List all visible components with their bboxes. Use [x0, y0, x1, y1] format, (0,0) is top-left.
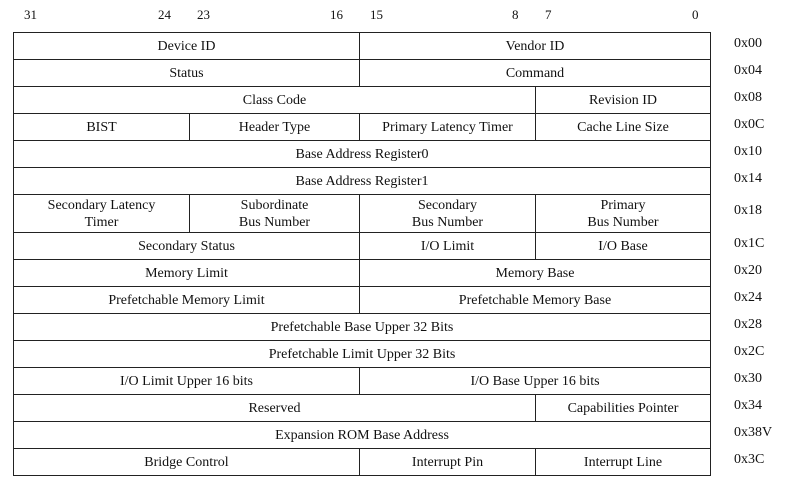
- register-field: Memory Base: [360, 260, 711, 287]
- register-field: Vendor ID: [360, 33, 711, 60]
- register-field: I/O Base Upper 16 bits: [360, 368, 711, 395]
- register-offset: 0x00: [734, 36, 762, 51]
- register-offset: 0x24: [734, 290, 762, 305]
- register-offset: 0x0C: [734, 117, 765, 132]
- register-field: Bridge Control: [14, 449, 360, 476]
- register-offset: 0x14: [734, 171, 762, 186]
- register-field: Expansion ROM Base Address: [14, 422, 711, 449]
- register-field: Primary Latency Timer: [360, 114, 536, 141]
- register-field: I/O Base: [536, 233, 711, 260]
- bit-label-8: 8: [512, 7, 519, 22]
- register-row: Expansion ROM Base Address: [14, 422, 711, 449]
- register-field: Device ID: [14, 33, 360, 60]
- bit-label-31: 31: [24, 7, 37, 22]
- register-field: Interrupt Line: [536, 449, 711, 476]
- register-field: BIST: [14, 114, 190, 141]
- register-field: Interrupt Pin: [360, 449, 536, 476]
- register-offset: 0x20: [734, 263, 762, 278]
- bit-label-24: 24: [158, 7, 171, 22]
- register-offset: 0x3C: [734, 452, 765, 467]
- register-row: Prefetchable Limit Upper 32 Bits: [14, 341, 711, 368]
- register-field: Prefetchable Limit Upper 32 Bits: [14, 341, 711, 368]
- bit-label-0: 0: [692, 7, 699, 22]
- bit-label-16: 16: [330, 7, 343, 22]
- register-offset: 0x04: [734, 63, 762, 78]
- register-field: Class Code: [14, 87, 536, 114]
- register-field: Base Address Register0: [14, 141, 711, 168]
- bit-label-7: 7: [545, 7, 552, 22]
- register-field: Prefetchable Base Upper 32 Bits: [14, 314, 711, 341]
- register-field: Capabilities Pointer: [536, 395, 711, 422]
- register-row: Base Address Register0: [14, 141, 711, 168]
- register-field: Memory Limit: [14, 260, 360, 287]
- register-offset: 0x30: [734, 371, 762, 386]
- register-field: Reserved: [14, 395, 536, 422]
- bit-label-23: 23: [197, 7, 210, 22]
- register-field: Revision ID: [536, 87, 711, 114]
- register-offset: 0x34: [734, 398, 762, 413]
- register-field: Base Address Register1: [14, 168, 711, 195]
- register-field: I/O Limit: [360, 233, 536, 260]
- register-offset: 0x28: [734, 317, 762, 332]
- register-field: I/O Limit Upper 16 bits: [14, 368, 360, 395]
- register-field: Prefetchable Memory Base: [360, 287, 711, 314]
- register-row: Base Address Register1: [14, 168, 711, 195]
- register-offset: 0x18: [734, 203, 762, 218]
- register-field: Header Type: [190, 114, 360, 141]
- register-offset: 0x38V: [734, 425, 773, 440]
- register-offset: 0x2C: [734, 344, 765, 359]
- bit-label-15: 15: [370, 7, 383, 22]
- register-offset: 0x10: [734, 144, 762, 159]
- register-field: Prefetchable Memory Limit: [14, 287, 360, 314]
- register-field: Status: [14, 60, 360, 87]
- register-row: Prefetchable Base Upper 32 Bits: [14, 314, 711, 341]
- register-field: Command: [360, 60, 711, 87]
- register-offset: 0x08: [734, 90, 762, 105]
- register-field: Secondary Status: [14, 233, 360, 260]
- register-field: Cache Line Size: [536, 114, 711, 141]
- register-offset: 0x1C: [734, 236, 765, 251]
